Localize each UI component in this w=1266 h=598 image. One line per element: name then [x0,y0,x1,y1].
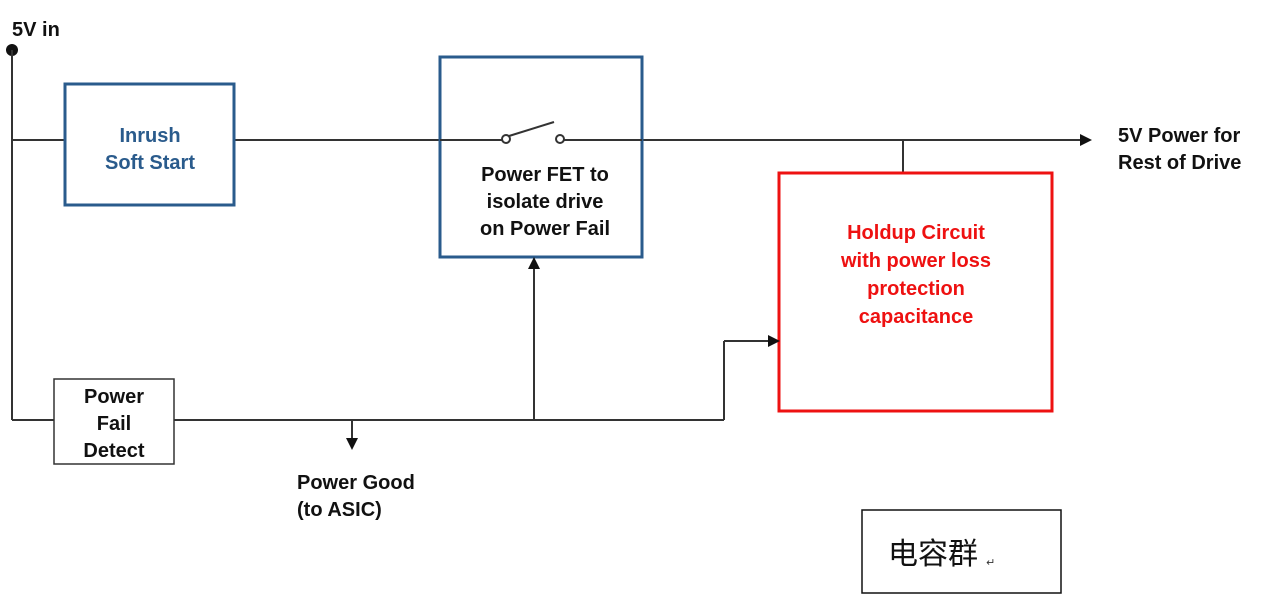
power-fail-detect-line1: Power [84,386,144,408]
inrush-soft-start-block [63,82,236,207]
power-fet-block [438,55,644,259]
capacitor-bank-note-box [861,509,1062,594]
capacitor-bank-note-text: 电容群 [888,537,978,572]
power-fet-label-line3: on Power Fail [480,218,610,240]
holdup-label-line4: capacitance [859,306,974,328]
holdup-label-line1: Holdup Circuit [847,222,985,244]
power-fet-label-line1: Power FET to [481,164,609,186]
power-fet-label-line2: isolate drive [487,191,604,213]
power-fail-detect-line2: Fail [97,413,131,435]
inrush-label-line1: Inrush [119,125,180,147]
holdup-label-line3: protection [867,278,965,300]
output-label-line1: 5V Power for [1118,125,1240,147]
output-label-line2: Rest of Drive [1118,152,1241,174]
switch-icon [501,121,565,144]
paragraph-mark-icon: ↵ [986,556,995,569]
power-good-label-line1: Power Good [297,472,415,494]
power-good-label-line2: (to ASIC) [297,499,382,521]
power-fail-detect-line3: Detect [83,440,144,462]
inrush-label-line2: Soft Start [105,152,195,174]
input-label: 5V in [12,19,60,41]
holdup-circuit-block [777,171,1054,413]
power-fail-detect-block [53,378,175,465]
holdup-label-line2: with power loss [840,250,991,272]
